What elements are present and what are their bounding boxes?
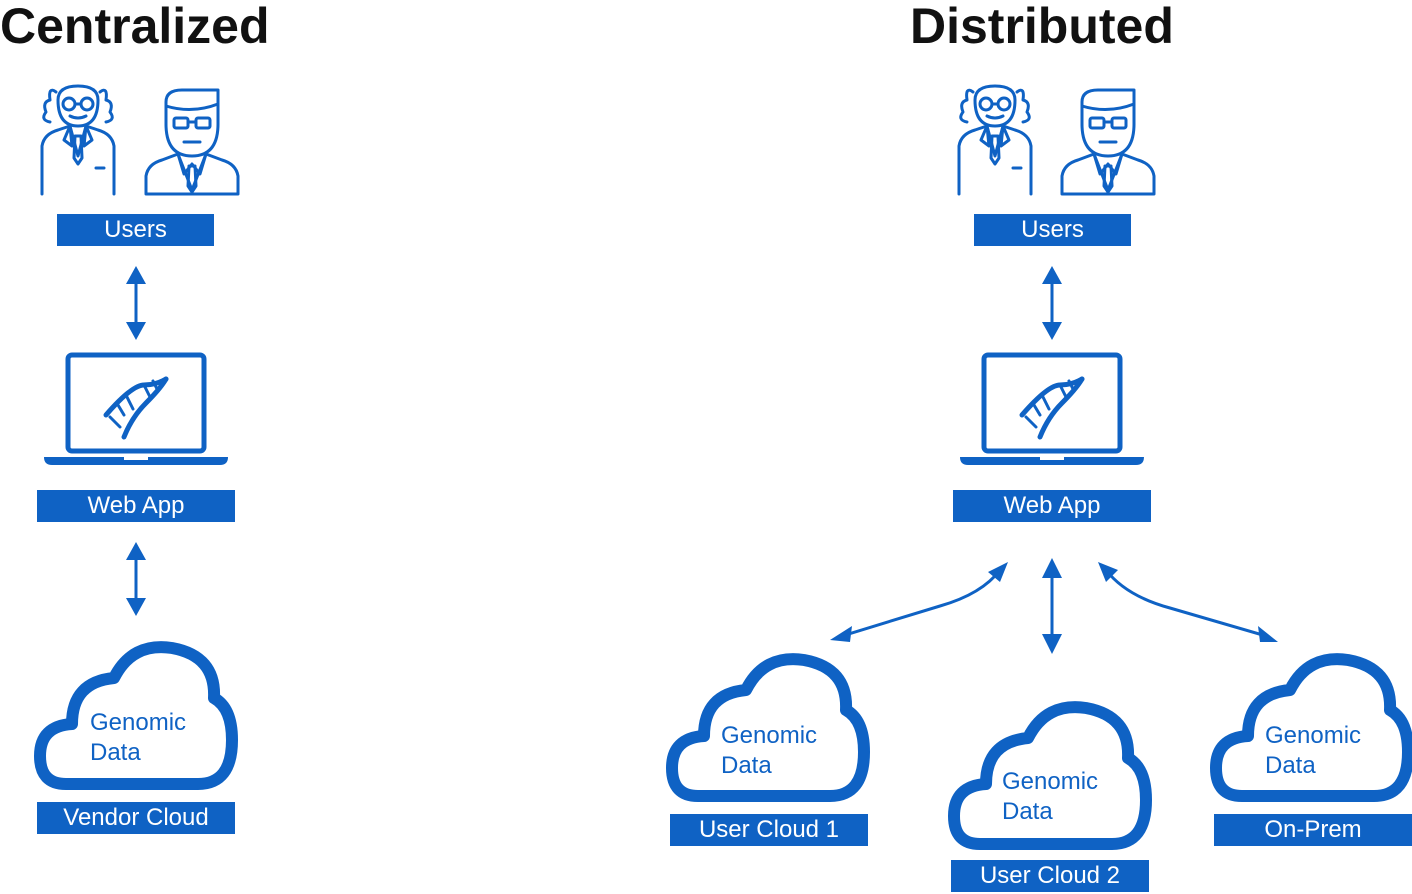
cloud-text: Genomic xyxy=(1265,722,1362,749)
double-arrow-icon xyxy=(126,542,146,616)
scientist-icon xyxy=(40,84,116,196)
cloud-text: Genomic xyxy=(721,722,818,749)
laptop-icon xyxy=(44,355,228,465)
user-cloud-2-label: User Cloud 2 xyxy=(951,860,1149,892)
double-arrow-icon xyxy=(126,266,146,340)
centralized-title: Centralized xyxy=(0,0,270,54)
cloud-text: Genomic xyxy=(90,709,187,736)
on-prem-label: On-Prem xyxy=(1214,814,1412,846)
web-app-label: Web App xyxy=(953,490,1151,522)
cloud-text: Data xyxy=(90,739,141,766)
double-arrow-icon xyxy=(1042,266,1062,340)
double-arrow-icon xyxy=(1104,569,1267,638)
arrowhead xyxy=(830,626,852,642)
doctor-icon xyxy=(144,88,240,196)
arrowhead xyxy=(988,562,1008,582)
cloud-text: Data xyxy=(721,752,772,779)
doctor-icon xyxy=(1060,88,1156,196)
laptop-icon xyxy=(960,355,1144,465)
users-label: Users xyxy=(974,214,1131,246)
vendor-cloud-label: Vendor Cloud xyxy=(37,802,235,834)
cloud-text: Data xyxy=(1002,798,1053,825)
arrowhead xyxy=(1258,626,1278,642)
web-app-label: Web App xyxy=(37,490,235,522)
distributed-title: Distributed xyxy=(910,0,1174,54)
double-arrow-icon xyxy=(841,569,1002,638)
user-cloud-1-label: User Cloud 1 xyxy=(670,814,868,846)
users-label: Users xyxy=(57,214,214,246)
cloud-text: Data xyxy=(1265,752,1316,779)
double-arrow-icon xyxy=(1042,558,1062,654)
scientist-icon xyxy=(957,84,1033,196)
cloud-text: Genomic xyxy=(1002,768,1099,795)
arrowhead xyxy=(1098,562,1118,582)
